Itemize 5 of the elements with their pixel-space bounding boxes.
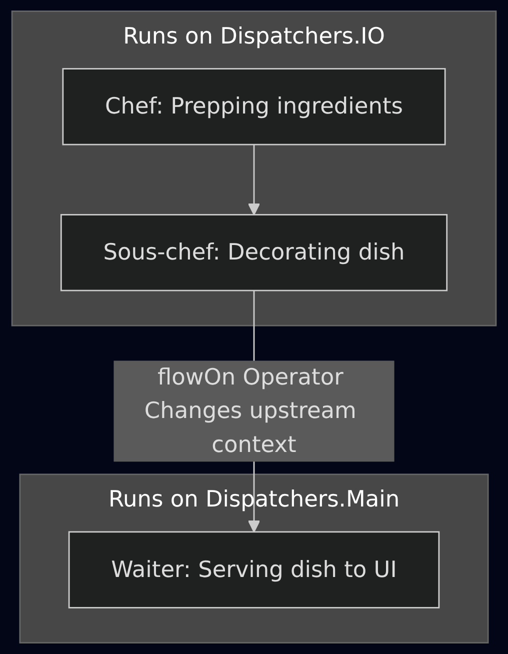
node-box: Chef: Prepping ingredients: [62, 68, 446, 146]
edge-label: flowOn Operator Changes upstream context: [144, 363, 356, 458]
node-box: Waiter: Serving dish to UI: [68, 531, 440, 608]
arrow: [248, 144, 260, 216]
node-box: Sous-chef: Decorating dish: [60, 214, 448, 292]
